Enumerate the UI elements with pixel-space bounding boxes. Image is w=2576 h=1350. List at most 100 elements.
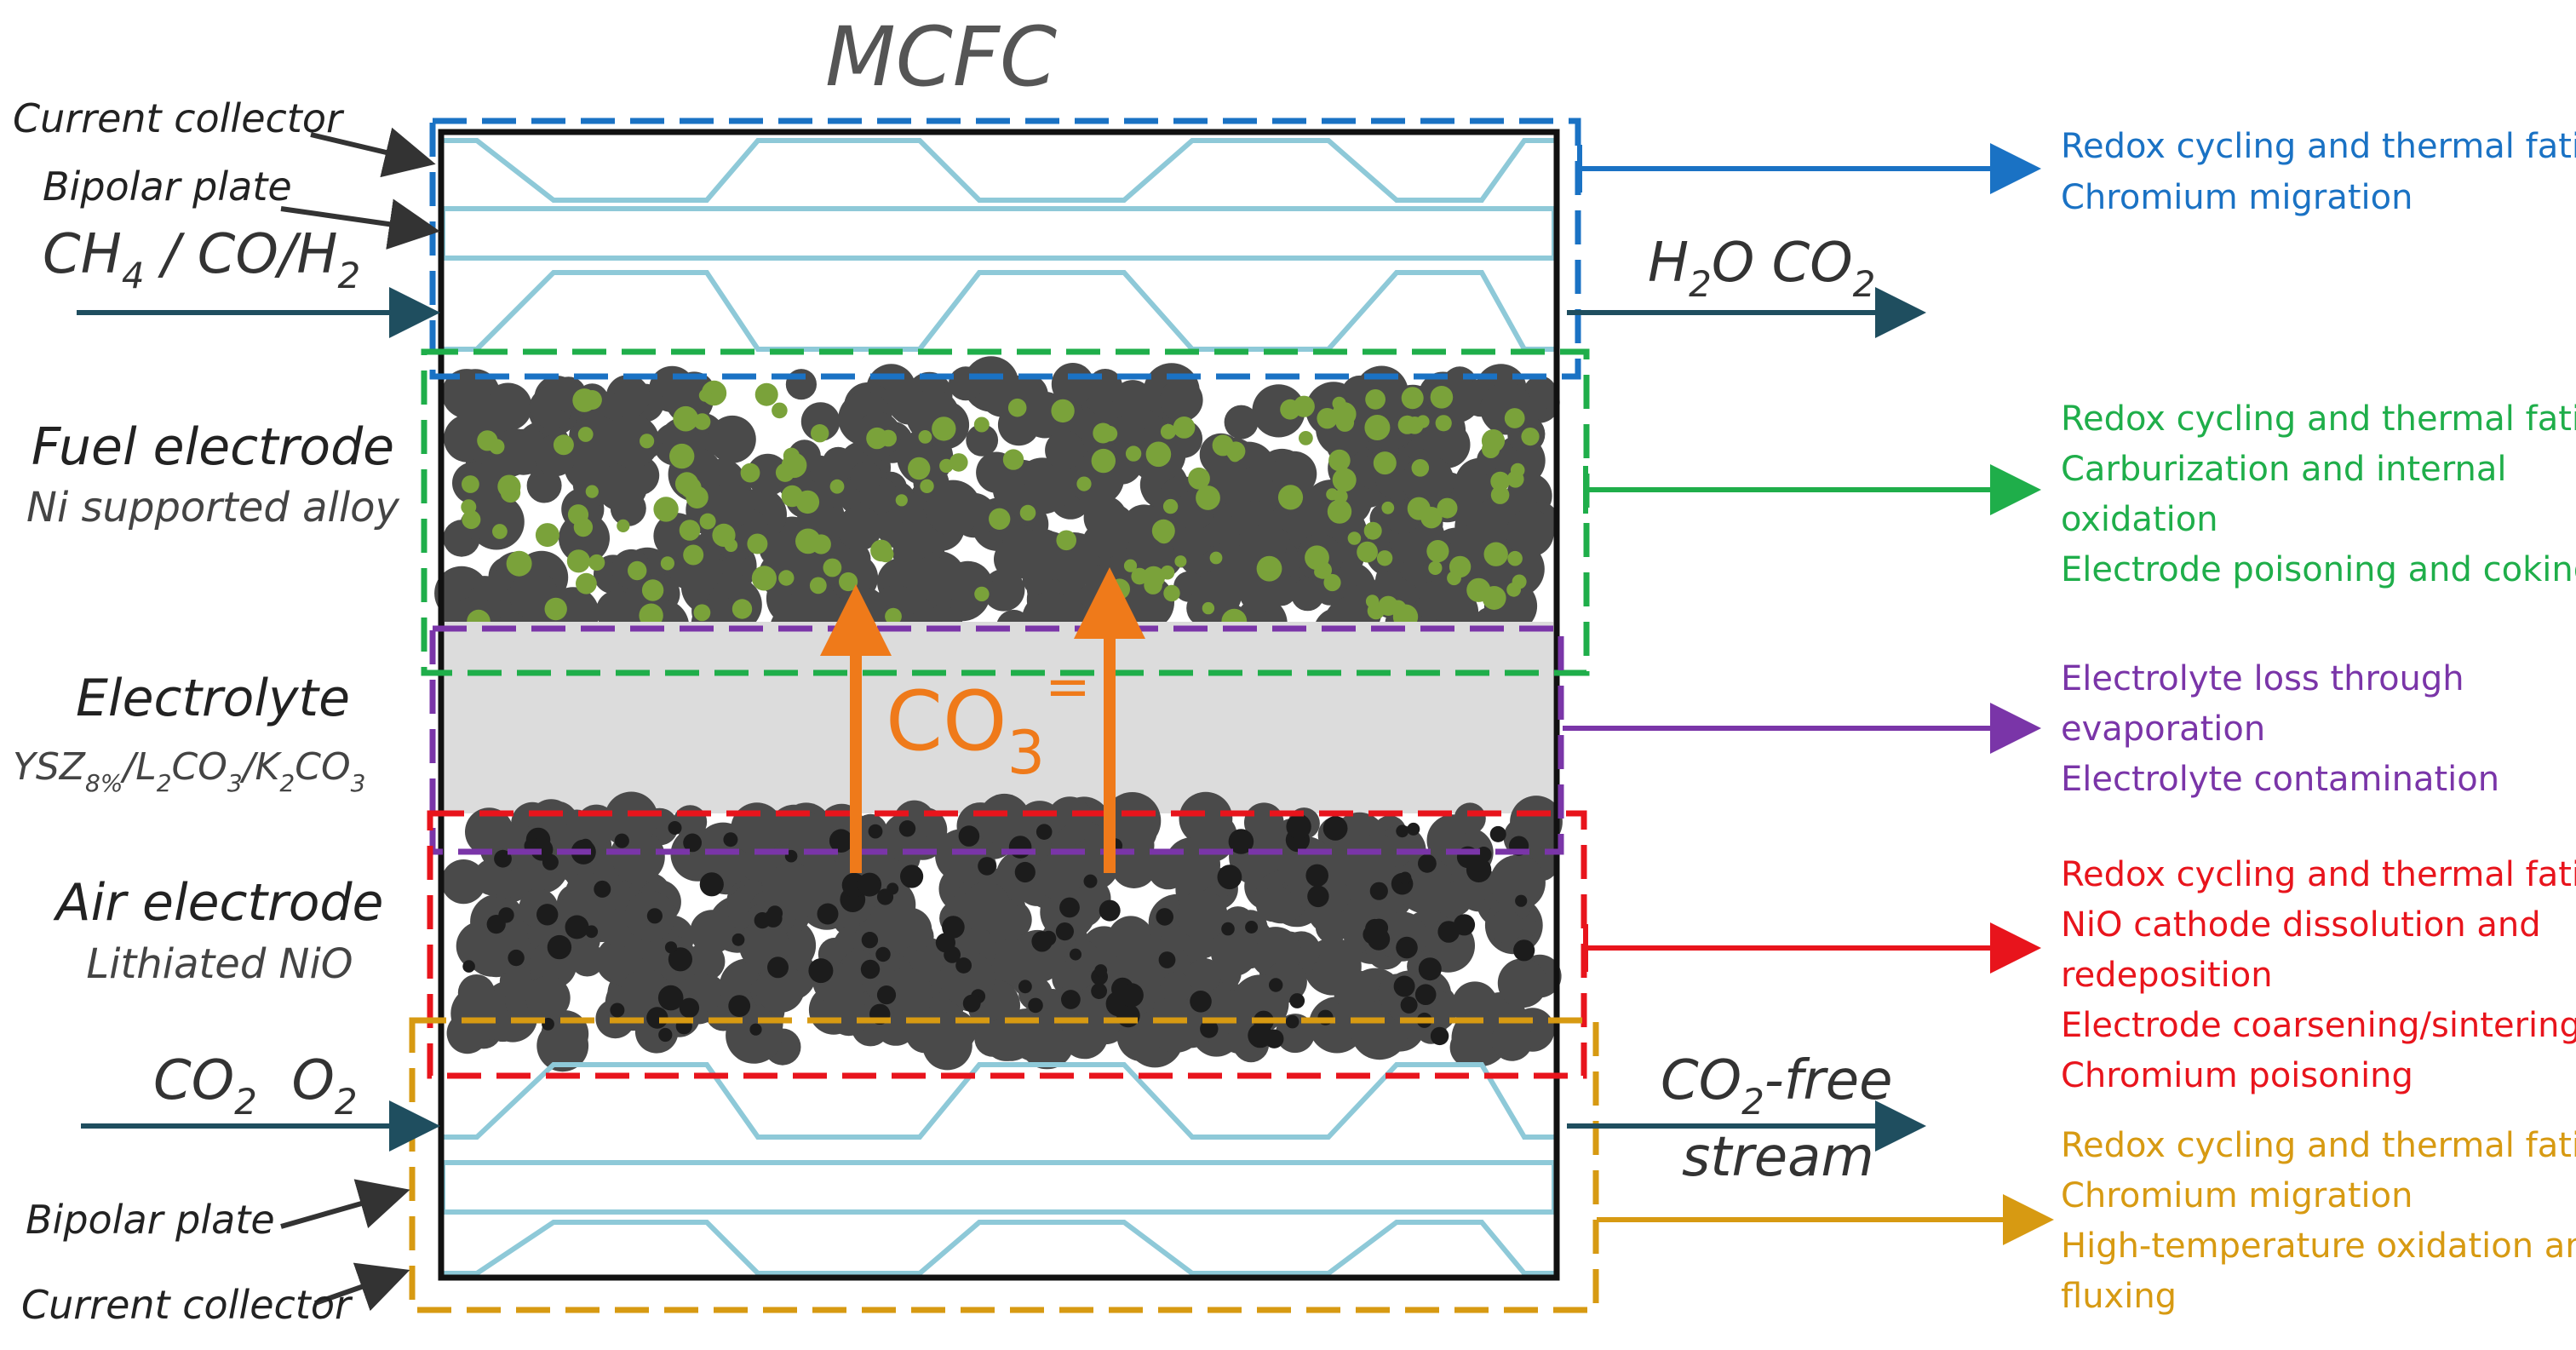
- electrode-grain: [683, 833, 702, 853]
- degradation-item: Chromium migration: [2061, 1176, 2412, 1215]
- electrode-grain: [1099, 899, 1121, 922]
- fuel-electrode-label: Fuel electrode: [32, 417, 394, 477]
- electrode-particle: [604, 791, 658, 846]
- electrode-grain: [1347, 531, 1362, 545]
- electrode-grain: [1414, 984, 1437, 1005]
- electrode-grain: [1332, 468, 1357, 492]
- electrode-grain: [1119, 983, 1144, 1008]
- electrode-particle: [1211, 929, 1258, 976]
- electrode-grain: [876, 985, 897, 1005]
- electrode-particle: [690, 910, 734, 954]
- electrode-grain: [1156, 526, 1173, 544]
- electrode-grain: [494, 849, 512, 868]
- electrode-grain: [669, 443, 695, 469]
- electrode-particle: [526, 468, 562, 503]
- electrode-grain: [939, 458, 954, 474]
- electrode-particle: [850, 461, 882, 493]
- electrode-grain: [1506, 582, 1521, 597]
- electrode-grain: [935, 933, 955, 953]
- electrode-grain: [1173, 416, 1196, 439]
- electrode-grain: [1248, 1023, 1273, 1048]
- electrode-grain: [1420, 507, 1443, 529]
- left-labels: Current collector Bipolar plate CH4 / CO…: [13, 95, 400, 1328]
- electrode-grain: [866, 427, 888, 450]
- degradation-item: oxidation: [2061, 500, 2218, 539]
- electrode-grain: [544, 597, 567, 621]
- electrode-grain: [679, 520, 701, 541]
- electrode-particle: [800, 402, 840, 441]
- electrode-particle: [1160, 972, 1192, 1004]
- fuel-inlet-label: CH4 / CO/H2: [43, 223, 360, 296]
- air-electrode-layer: [441, 791, 1563, 1072]
- electrode-grain: [1489, 825, 1506, 842]
- electrode-grain: [754, 912, 771, 929]
- electrode-grain: [870, 539, 892, 562]
- electrode-grain: [974, 586, 990, 602]
- electrode-grain: [1507, 550, 1523, 566]
- bipolar-plate-top-pointer: [280, 198, 440, 250]
- electrode-grain: [1305, 864, 1328, 888]
- electrode-grain: [1019, 504, 1036, 521]
- electrode-grain: [1160, 423, 1176, 439]
- electrode-grain: [1430, 1026, 1449, 1046]
- electrode-grain: [1373, 451, 1397, 475]
- component-pointers: [280, 127, 440, 1312]
- electrode-grain: [1070, 948, 1081, 961]
- electrode-grain: [1190, 991, 1212, 1013]
- electrolyte-boundary: [429, 625, 1564, 855]
- electrode-particle: [966, 424, 999, 457]
- electrode-particle: [1452, 1015, 1495, 1059]
- electrode-grain: [754, 382, 778, 406]
- cell-frame: [438, 129, 1560, 1281]
- electrode-grain: [577, 427, 594, 442]
- electrode-grain: [973, 416, 990, 433]
- electrode-grain: [673, 405, 698, 432]
- electrolyte-layer: [445, 622, 1553, 813]
- air-outlet-label-line1: CO2-free: [1661, 1049, 1892, 1123]
- degradation-item: Electrode poisoning and coking: [2061, 550, 2576, 589]
- electrode-grain: [1018, 979, 1032, 994]
- electrode-particle: [1160, 378, 1203, 422]
- electrode-grain: [566, 549, 591, 573]
- top-collector-corrugation: [443, 138, 1558, 203]
- electrode-grain: [1506, 470, 1524, 488]
- electrode-particle: [717, 490, 754, 526]
- electrode-grain: [740, 462, 760, 483]
- electrode-grain: [1357, 541, 1378, 563]
- electrode-grain: [1245, 921, 1259, 934]
- electrode-grain: [1055, 922, 1074, 941]
- electrode-particle: [610, 490, 646, 526]
- electrode-grain: [1286, 813, 1311, 840]
- electrode-grain: [932, 416, 956, 441]
- electrode-particle: [869, 899, 912, 941]
- electrode-grain: [1293, 395, 1315, 417]
- electrode-grain: [1174, 555, 1187, 568]
- electrode-particle: [1190, 813, 1237, 859]
- electrode-grain: [1221, 922, 1235, 936]
- electrode-grain: [641, 579, 664, 601]
- electrode-particle: [473, 859, 511, 896]
- electrode-grain: [1125, 445, 1142, 462]
- electrode-particle: [1177, 890, 1228, 940]
- electrode-grain: [839, 572, 858, 592]
- electrode-grain: [699, 872, 724, 897]
- electrode-particle: [922, 1020, 972, 1071]
- electrode-grain: [1411, 459, 1430, 477]
- electrode-grain: [900, 865, 924, 888]
- current-collector-top-label: Current collector: [13, 95, 345, 141]
- electrode-grain: [1437, 497, 1458, 519]
- ion-transport-arrows: CO3=: [820, 567, 1145, 873]
- degradation-list-interconnect-top: Redox cycling and thermal fatigue Chromi…: [2061, 127, 2576, 217]
- electrode-particle: [465, 922, 519, 977]
- electrode-particle: [1045, 430, 1085, 470]
- degradation-item: Redox cycling and thermal fatigue: [2061, 127, 2576, 166]
- electrode-grain: [594, 880, 611, 898]
- electrode-grain: [958, 825, 980, 847]
- electrode-grain: [683, 544, 704, 566]
- electrode-particle: [1265, 573, 1298, 606]
- electrode-grain: [660, 556, 675, 571]
- electrode-grain: [614, 833, 629, 848]
- electrode-particle: [450, 985, 508, 1042]
- electrode-grain: [868, 824, 883, 839]
